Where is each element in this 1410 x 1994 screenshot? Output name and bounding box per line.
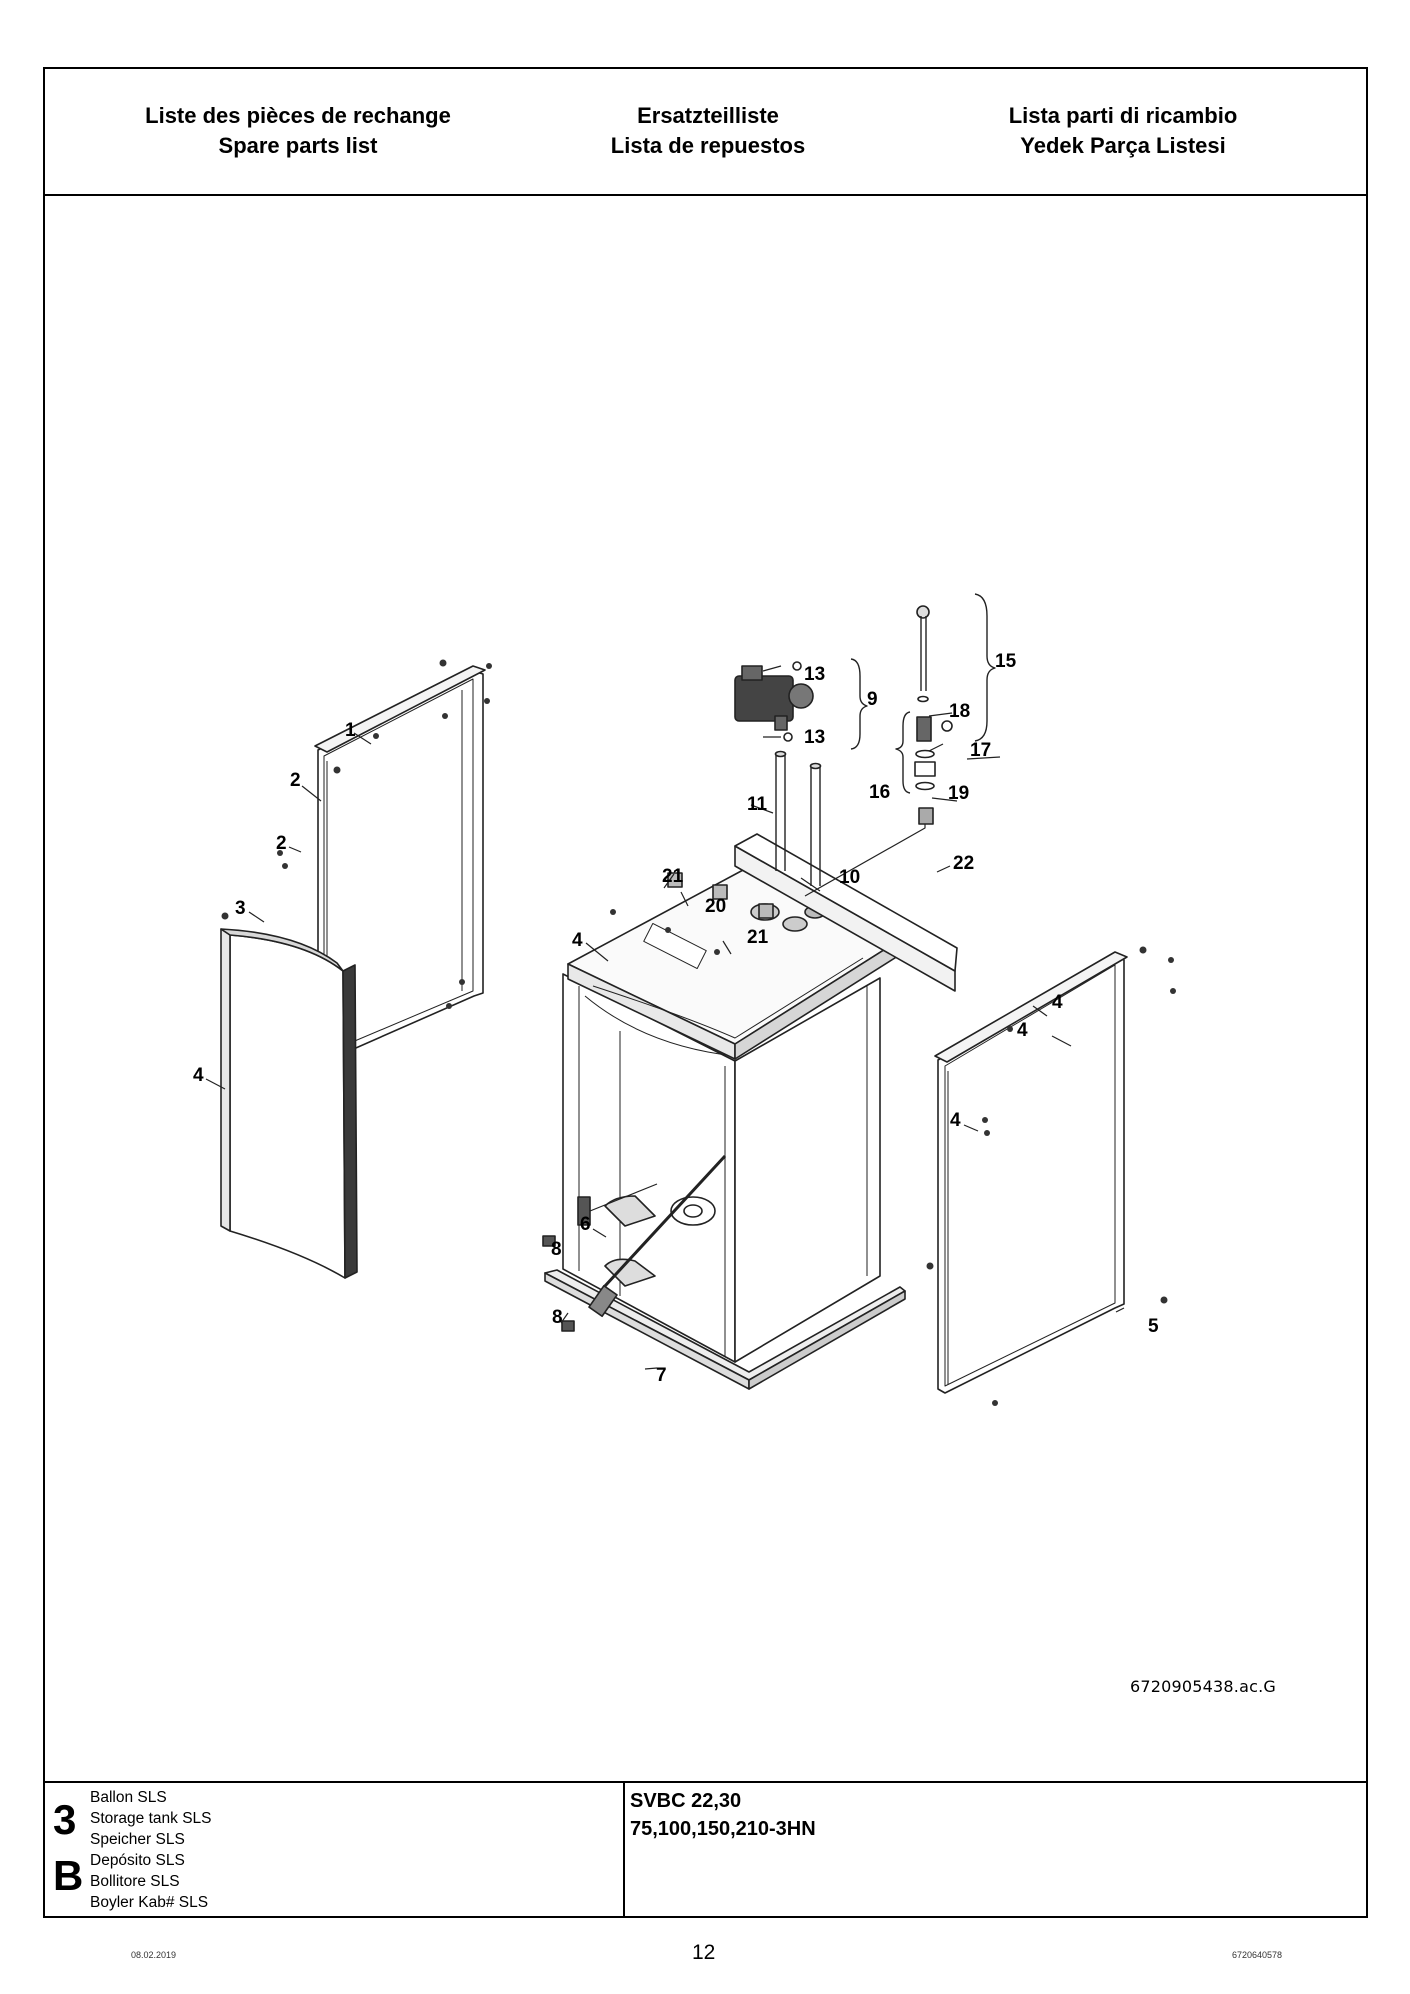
callout-16: 16 (869, 782, 890, 803)
callout-9: 9 (867, 689, 878, 710)
callout-2: 4 (1017, 1020, 1028, 1041)
pipe-10 (809, 762, 822, 886)
header-es: Lista de repuestos (610, 133, 806, 158)
header-tr: Yedek Parça Listesi (1020, 133, 1226, 158)
callout-15: 15 (995, 651, 1017, 672)
header-col-it-tr: Lista parti di ricambio Yedek Parça List… (908, 101, 1338, 161)
component-names: Ballon SLS Storage tank SLS Speicher SLS… (90, 1787, 212, 1913)
callout-18: 18 (949, 701, 970, 722)
pipe-11 (774, 750, 787, 871)
callout-21: 21 (747, 927, 769, 948)
name-es: Depósito SLS (90, 1852, 185, 1869)
seal-13b (783, 732, 793, 742)
callout-4: 3 (235, 898, 246, 919)
callout-10: 10 (839, 867, 860, 888)
header: Liste des pièces de rechange Spare parts… (45, 69, 1366, 196)
right-side-panel (934, 951, 1128, 1394)
name-de: Speicher SLS (90, 1831, 185, 1848)
model-line-2: 75,100,150,210-3HN (630, 1818, 816, 1840)
callout-4: 1 (345, 720, 356, 741)
name-fr: Ballon SLS (90, 1789, 167, 1806)
callout-6: 6 (580, 1214, 591, 1235)
section-number: 3 (53, 1796, 77, 1843)
callout-19: 19 (948, 783, 969, 804)
screws (221, 659, 1176, 1406)
rear-bracket (734, 833, 958, 992)
page-number: 12 (692, 1941, 716, 1964)
page-frame: Liste des pièces de rechange Spare parts… (43, 67, 1368, 1918)
callout-5: 5 (1148, 1316, 1159, 1337)
callout-labels: 1 2 2 3 4 4 4 4 4 5 6 7 8 8 9 10 11 13 1… (193, 651, 1159, 1386)
name-it: Bollitore SLS (90, 1873, 180, 1890)
exploded-view-svg: 1 2 2 3 4 4 4 4 4 5 6 7 8 8 9 10 11 13 1… (193, 593, 1176, 1406)
callout-21: 21 (662, 866, 684, 887)
callout-4: 4 (1052, 992, 1063, 1013)
connection-line (804, 824, 926, 897)
leader-lines (205, 665, 1125, 1370)
callout-22: 22 (953, 853, 974, 874)
callout-20: 20 (705, 896, 726, 917)
callout-4: 2 (276, 833, 287, 854)
header-fr: Liste des pièces de rechange (145, 103, 451, 128)
exploded-view-drawing: 1 2 2 3 4 4 4 4 4 5 6 7 8 8 9 10 11 13 1… (45, 196, 1366, 1764)
callout-13: 13 (804, 664, 825, 685)
drain-and-anode (542, 1154, 727, 1332)
callout-7: 7 (656, 1365, 667, 1386)
pump-assembly (734, 665, 814, 731)
callout-2: 2 (290, 770, 301, 791)
callout-17: 17 (970, 740, 991, 761)
drawing-reference-code: 6720905438.ac.G (1130, 1677, 1276, 1696)
seal-13a (792, 661, 802, 671)
document-date: 08.02.2019 (131, 1950, 177, 1960)
callout-3: 4 (193, 1065, 204, 1086)
footer-divider (623, 1783, 625, 1916)
callout-8: 8 (551, 1239, 562, 1260)
footer-title-block: 3 B Ballon SLS Storage tank SLS Speicher… (45, 1781, 1366, 1916)
header-col-fr-en: Liste des pièces de rechange Spare parts… (83, 101, 513, 161)
section-letter: B (53, 1852, 84, 1899)
callout-13: 13 (804, 727, 825, 748)
model-designation: SVBC 22,30 75,100,150,210-3HN (630, 1787, 816, 1843)
header-it: Lista parti di ricambio (1008, 103, 1238, 128)
document-number: 6720640578 (1232, 1950, 1283, 1960)
callout-11: 11 (747, 794, 768, 815)
name-en: Storage tank SLS (90, 1810, 212, 1827)
header-en: Spare parts list (218, 133, 378, 158)
model-line-1: SVBC 22,30 (630, 1790, 742, 1812)
callout-1: 4 (572, 930, 583, 951)
name-tr: Boyler Kab# SLS (90, 1894, 209, 1911)
header-de: Ersatzteilliste (637, 103, 779, 128)
header-col-de-es: Ersatzteilliste Lista de repuestos (493, 101, 923, 161)
front-curved-panel (220, 928, 358, 1279)
callout-8: 8 (552, 1307, 563, 1328)
callout-4: 4 (950, 1110, 961, 1131)
safety-valve-assembly (914, 605, 953, 825)
